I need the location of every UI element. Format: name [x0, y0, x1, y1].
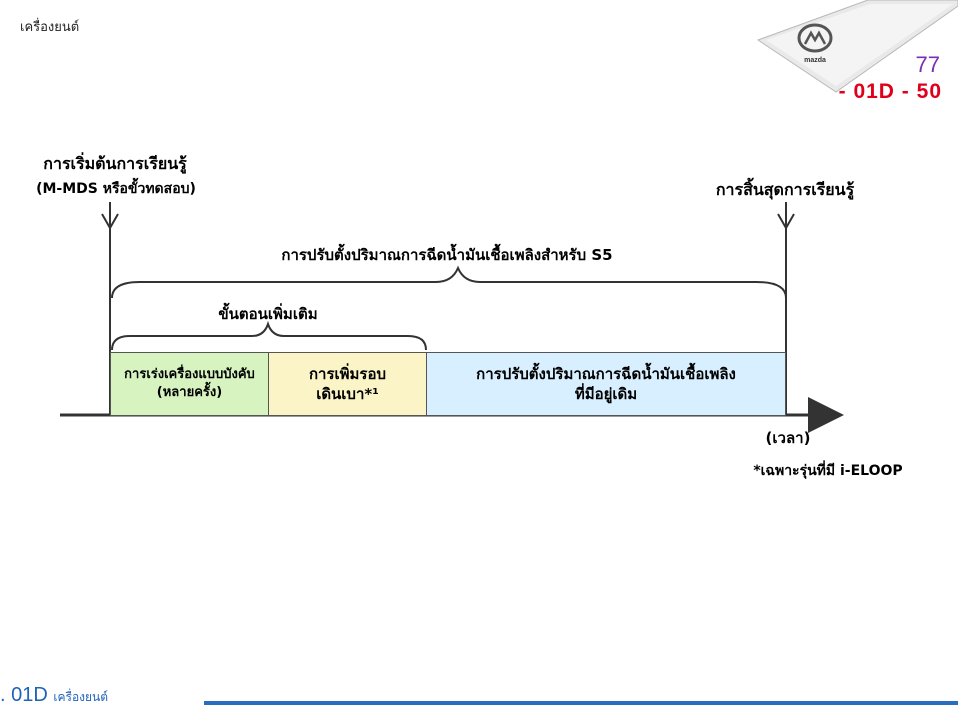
- time-axis-label: (เวลา): [765, 429, 811, 447]
- step-line2: เดินเบา*¹: [316, 385, 379, 403]
- footer-label: . 01D เครื่องยนต์: [0, 684, 108, 707]
- step-line2: ที่มีอยู่เดิม: [574, 385, 638, 403]
- footnote: *เฉพาะรุ่นที่มี i-ELOOP: [753, 463, 903, 479]
- step-line1: การเร่งเครื่องแบบบังคับ: [124, 367, 255, 383]
- step-line1: การเพิ่มรอบ: [308, 364, 387, 383]
- page-code: - 01D - 50: [838, 80, 942, 103]
- step-line2: (หลายครั้ง): [156, 385, 223, 400]
- footer-section: เครื่องยนต์: [53, 690, 109, 704]
- end-arrow-icon: [777, 213, 795, 231]
- step-box-existing-injection-adjustment: การปรับตั้งปริมาณการฉีดน้ำมันเชื้อเพลิง …: [426, 352, 786, 416]
- additional-steps-brace: [111, 320, 427, 351]
- start-sub-label: (M-MDS หรือขั้วทดสอบ): [36, 181, 196, 197]
- additional-brace-label: ขั้นตอนเพิ่มเติม: [218, 305, 318, 323]
- logo-wordmark: mazda: [804, 57, 826, 64]
- step-box-forced-acceleration: การเร่งเครื่องแบบบังคับ (หลายครั้ง): [110, 352, 269, 416]
- header-title: เครื่องยนต์: [20, 20, 80, 35]
- mazda-logo: mazda: [748, 0, 958, 96]
- step-line1: การปรับตั้งปริมาณการฉีดน้ำมันเชื้อเพลิง: [476, 364, 736, 383]
- end-label: การสิ้นสุดการเรียนรู้: [715, 180, 855, 199]
- page-number: 77: [915, 52, 940, 77]
- overall-brace-label: การปรับตั้งปริมาณการฉีดน้ำมันเชื้อเพลิงส…: [281, 246, 613, 264]
- overall-brace: [111, 265, 787, 299]
- start-label: การเริ่มต้นการเรียนรู้: [43, 154, 187, 173]
- footer-divider: [204, 701, 958, 705]
- footer-code: . 01D: [0, 684, 48, 706]
- start-arrow-icon: [101, 213, 119, 231]
- step-box-idle-up: การเพิ่มรอบ เดินเบา*¹: [268, 352, 427, 416]
